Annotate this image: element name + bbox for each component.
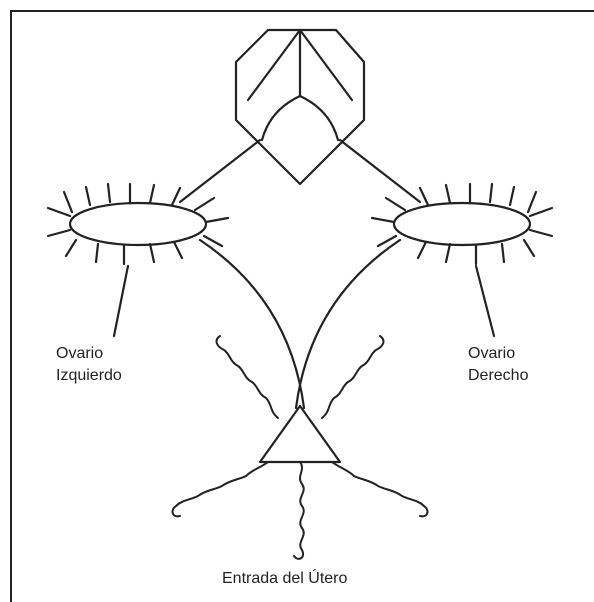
right-upper-tube [340, 140, 420, 202]
coil-upper-right [322, 336, 383, 418]
left-pointer [114, 266, 128, 336]
right-ovary [372, 184, 552, 264]
top-octagon [236, 30, 364, 184]
coil-lower-right [332, 462, 427, 516]
right-pointer [476, 266, 494, 336]
coil-lower-left [173, 462, 268, 516]
right-ovary-label: Ovario Derecho [468, 343, 528, 387]
left-ovary-label-line1: Ovario [56, 343, 122, 365]
left-ovary-label: Ovario Izquierdo [56, 343, 122, 387]
right-ovary-label-line1: Ovario [468, 343, 528, 365]
right-ovary-label-line2: Derecho [468, 365, 528, 387]
coil-upper-left [217, 336, 278, 418]
coil-bottom [294, 462, 304, 559]
left-upper-tube [180, 140, 260, 202]
entrance-triangle [260, 406, 340, 462]
left-ovary [48, 184, 228, 264]
left-ovary-label-line2: Izquierdo [56, 365, 122, 387]
uterus-entrance-label: Entrada del Útero [222, 568, 347, 590]
